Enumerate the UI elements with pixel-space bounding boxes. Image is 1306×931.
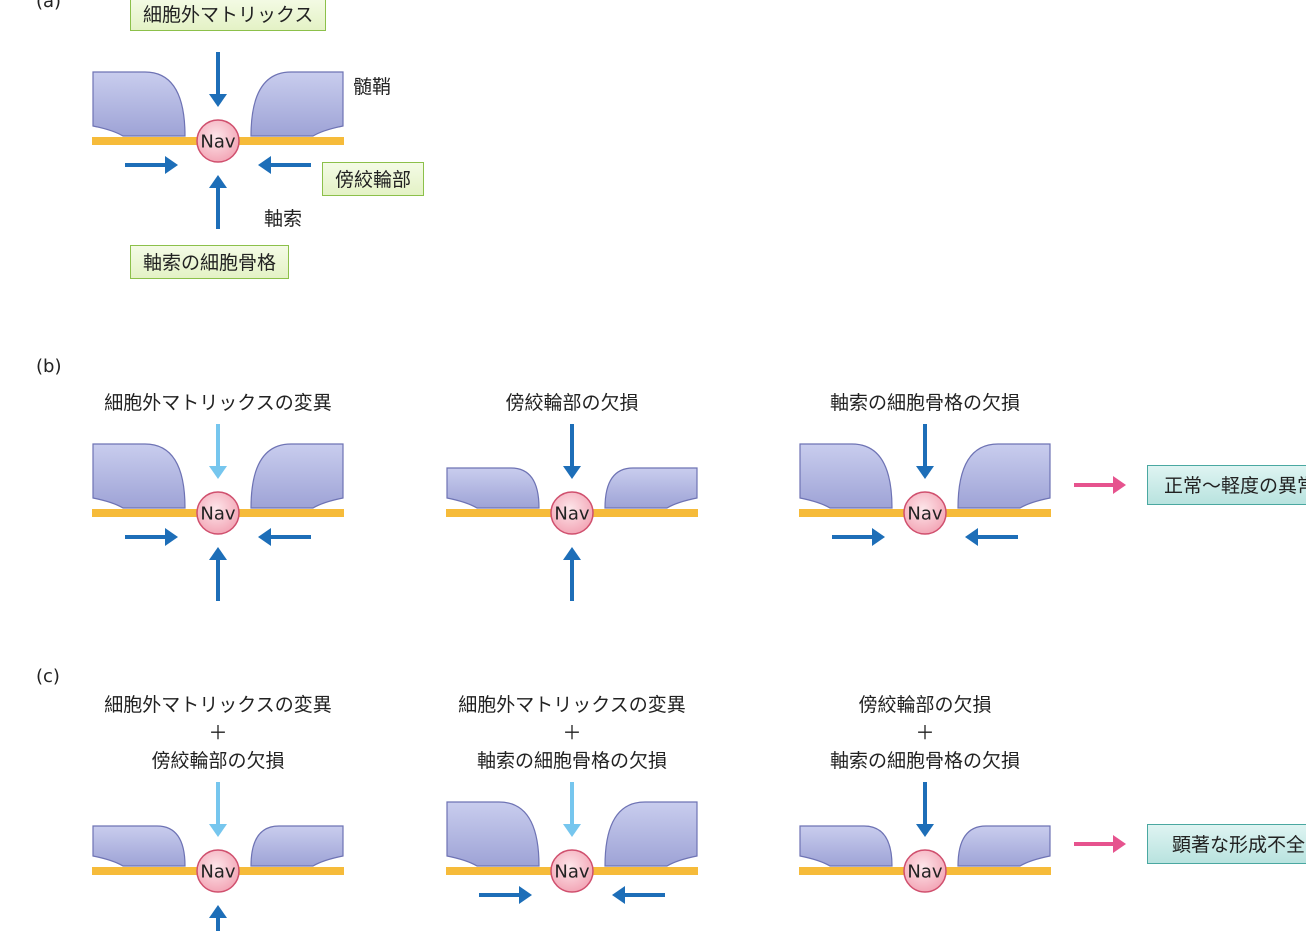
case-label: 傍絞輪部の欠損 <box>505 392 639 414</box>
panel-b-letter: (b) <box>36 356 62 377</box>
cytoskeleton-box: 軸索の細胞骨格 <box>130 245 290 279</box>
arrow-head <box>519 886 532 904</box>
arrow-head <box>165 156 178 174</box>
arrow-head <box>258 156 271 174</box>
myelin-left <box>446 801 540 867</box>
arrow-head <box>563 466 581 479</box>
arrow-head <box>965 528 978 546</box>
arrow-head <box>872 528 885 546</box>
myelin-left <box>92 443 186 509</box>
myelin-left <box>799 825 893 867</box>
nav-channel <box>196 119 240 163</box>
arrow-head <box>209 466 227 479</box>
case-label-line1: 細胞外マトリックスの変異 <box>458 694 686 716</box>
result-box-mild: 正常〜軽度の異常 <box>1147 465 1306 505</box>
result-box-severe: 顕著な形成不全 <box>1147 824 1306 864</box>
myelin-left <box>92 825 186 867</box>
weak-ecm-arrow <box>209 782 227 837</box>
myelin-right <box>957 443 1051 509</box>
arrow-head <box>165 528 178 546</box>
paranode-arrow-left <box>125 156 178 174</box>
case-label-line2: 傍絞輪部の欠損 <box>151 750 285 772</box>
arrow-head <box>563 824 581 837</box>
cytoskeleton-arrow <box>209 547 227 601</box>
ecm-arrow <box>916 424 934 479</box>
arrow-head <box>209 175 227 188</box>
myelin-right <box>250 71 344 137</box>
paranode-arrow-right <box>612 886 665 904</box>
nav-label: Nav <box>554 862 589 883</box>
arrow-head <box>916 466 934 479</box>
cytoskeleton-arrow <box>563 547 581 601</box>
myelin-right <box>250 443 344 509</box>
nav-channel <box>550 849 594 893</box>
plus-sign: ＋ <box>915 722 935 744</box>
arrow-head <box>209 547 227 560</box>
ecm-box: 細胞外マトリックス <box>130 0 327 31</box>
nav-channel <box>196 849 240 893</box>
myelin-left <box>799 443 893 509</box>
arrow-head <box>209 905 227 918</box>
nav-label: Nav <box>554 504 589 525</box>
nav-channel <box>903 491 947 535</box>
result-arrow-mild <box>1074 476 1126 494</box>
ecm-arrow <box>916 782 934 837</box>
arrow-head <box>209 824 227 837</box>
myelin-left <box>92 71 186 137</box>
arrow-head <box>563 547 581 560</box>
panel-c-letter: (c) <box>36 666 60 687</box>
nav-channel <box>903 849 947 893</box>
paranode-box: 傍絞輪部 <box>322 162 425 196</box>
myelin-label: 髄鞘 <box>353 76 392 98</box>
paranode-arrow-right <box>258 528 311 546</box>
ecm-arrow <box>209 52 227 107</box>
nav-label: Nav <box>200 132 235 153</box>
plus-sign: ＋ <box>208 722 228 744</box>
nav-label: Nav <box>200 862 235 883</box>
myelin-right <box>250 825 344 867</box>
myelin-right <box>604 801 698 867</box>
nav-channel <box>196 491 240 535</box>
paranode-arrow-left <box>479 886 532 904</box>
case-label-line2: 軸索の細胞骨格の欠損 <box>829 750 1021 772</box>
paranode-arrow-left <box>832 528 885 546</box>
nav-label: Nav <box>907 504 942 525</box>
weak-ecm-arrow <box>209 424 227 479</box>
cytoskeleton-arrow <box>209 175 227 229</box>
myelin-right <box>604 467 698 509</box>
arrow-head <box>1113 835 1126 853</box>
cytoskeleton-arrow <box>209 905 227 931</box>
axon-label: 軸索 <box>264 208 303 230</box>
case-label-line2: 軸索の細胞骨格の欠損 <box>476 750 668 772</box>
nav-label: Nav <box>200 504 235 525</box>
case-label-line1: 細胞外マトリックスの変異 <box>104 694 332 716</box>
case-label-line1: 傍絞輪部の欠損 <box>858 694 992 716</box>
nav-channel <box>550 491 594 535</box>
case-label: 細胞外マトリックスの変異 <box>104 392 332 414</box>
arrow-head <box>612 886 625 904</box>
case-label: 軸索の細胞骨格の欠損 <box>829 392 1021 414</box>
arrow-head <box>916 824 934 837</box>
arrow-head <box>258 528 271 546</box>
nav-label: Nav <box>907 862 942 883</box>
paranode-arrow-right <box>258 156 311 174</box>
ecm-arrow <box>563 424 581 479</box>
plus-sign: ＋ <box>562 722 582 744</box>
weak-ecm-arrow <box>563 782 581 837</box>
result-arrow-severe <box>1074 835 1126 853</box>
myelin-right <box>957 825 1051 867</box>
arrow-head <box>209 94 227 107</box>
paranode-arrow-right <box>965 528 1018 546</box>
panel-a-letter: (a) <box>36 0 62 12</box>
paranode-arrow-left <box>125 528 178 546</box>
myelin-left <box>446 467 540 509</box>
arrow-head <box>1113 476 1126 494</box>
